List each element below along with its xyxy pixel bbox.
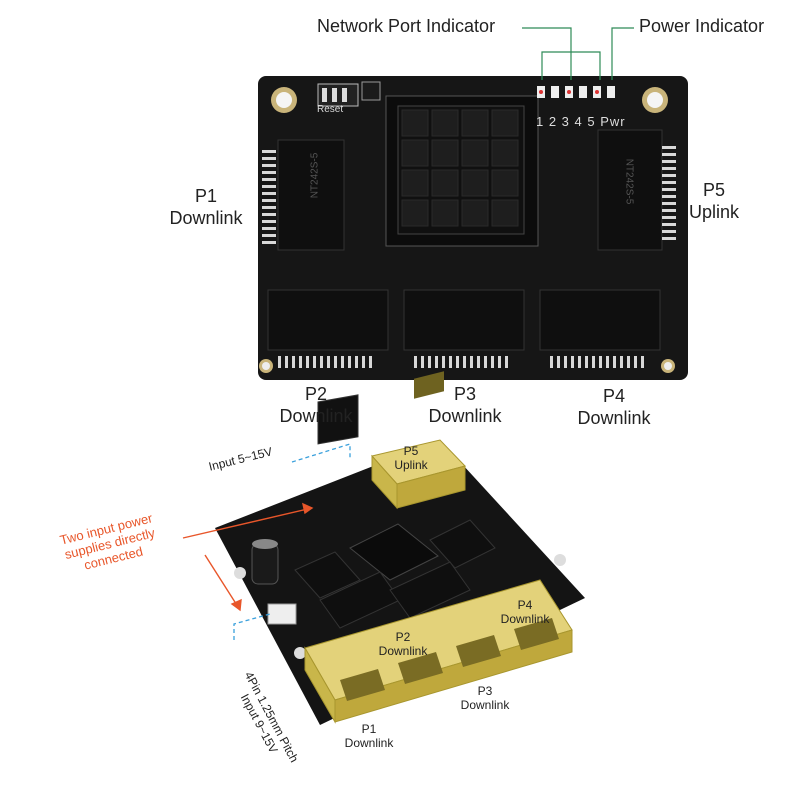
bottom-p5-label: P5 Uplink [388, 444, 434, 473]
port-role: Downlink [378, 644, 428, 659]
port-name: P5 [403, 444, 419, 458]
port-role: Downlink [577, 407, 651, 428]
port-name: P2 [304, 384, 328, 404]
port-role: Downlink [169, 207, 243, 228]
top-p5-label: P5 Uplink [682, 180, 746, 223]
power-arrows [182, 502, 314, 612]
dashed-callouts [233, 443, 351, 640]
port-name: P5 [702, 180, 726, 200]
top-p1-label: P1 Downlink [158, 186, 254, 229]
network-port-indicator-label: Network Port Indicator [317, 16, 496, 36]
top-p4-label: P4 Downlink [566, 386, 662, 429]
port-role: Downlink [460, 698, 510, 713]
port-name: P4 [517, 598, 533, 612]
port-role: Downlink [428, 405, 502, 426]
port-name: P1 [194, 186, 218, 206]
port-role: Uplink [394, 458, 428, 473]
port-role: Downlink [500, 612, 550, 627]
led-number-labels: 1 2 3 4 5 Pwr [536, 114, 626, 129]
port-name: P2 [395, 630, 411, 644]
bottom-p1-label: P1 Downlink [334, 722, 404, 751]
port-name: P1 [361, 722, 377, 736]
port-role: Downlink [344, 736, 394, 751]
port-name: P3 [477, 684, 493, 698]
top-p3-label: P3 Downlink [417, 384, 513, 427]
top-p2-label: P2 Downlink [268, 384, 364, 427]
port-role: Downlink [279, 405, 353, 426]
chip-text-left: NT242S-5 [309, 152, 321, 199]
bottom-p4-label: P4 Downlink [490, 598, 560, 627]
indicator-callout-lines [522, 27, 634, 80]
reset-label: Reset [317, 104, 344, 115]
bottom-p2-label: P2 Downlink [368, 630, 438, 659]
top-pcb-board [258, 76, 688, 380]
power-indicator-label: Power Indicator [639, 16, 765, 36]
chip-text-right: NT242S-5 [623, 158, 635, 205]
port-name: P4 [602, 386, 626, 406]
bottom-p3-label: P3 Downlink [450, 684, 520, 713]
port-role: Uplink [688, 201, 740, 222]
rj45-row [304, 579, 573, 724]
led-indicators [537, 86, 615, 98]
rj45-p5 [371, 371, 466, 510]
port-name: P3 [453, 384, 477, 404]
